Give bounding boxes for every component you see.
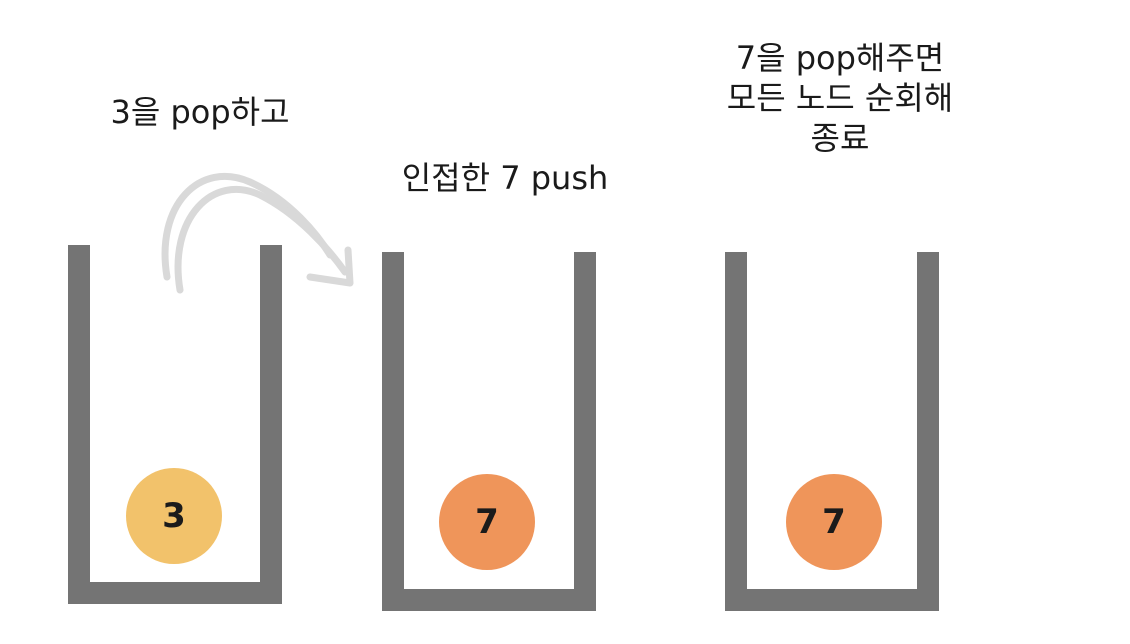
step3-caption-line-3: 종료 <box>810 119 870 157</box>
step2-caption: 인접한 7 push <box>370 158 640 198</box>
stack-item-step1: 3 <box>126 468 222 564</box>
stack-item-step2: 7 <box>439 474 535 570</box>
step2-caption-line: 인접한 7 push <box>401 159 609 197</box>
curved-arrow-icon <box>161 173 354 294</box>
stack-container-step2 <box>382 252 596 611</box>
step1-caption: 3을 pop하고 <box>60 92 340 132</box>
stack-container-step3 <box>725 252 939 611</box>
step1-caption-line: 3을 pop하고 <box>110 93 290 131</box>
stack-container-step1 <box>68 245 282 604</box>
step3-caption: 7을 pop해주면 모든 노드 순회해 종료 <box>680 38 1000 158</box>
step3-caption-line-1: 7을 pop해주면 <box>735 39 945 77</box>
stack-item-step3: 7 <box>786 474 882 570</box>
step3-caption-line-2: 모든 노드 순회해 <box>726 79 954 117</box>
